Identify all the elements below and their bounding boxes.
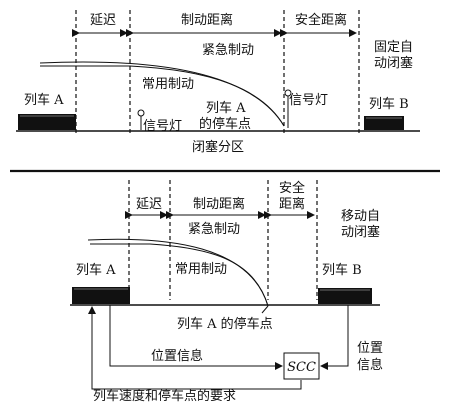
stop-point-label: 列车 A 的停车点 — [177, 316, 273, 332]
signal-right-label: 信号灯 — [289, 93, 328, 108]
train-b-label: 列车 B — [369, 96, 409, 112]
delay-label: 延迟 — [90, 13, 116, 28]
train-a-icon — [72, 287, 130, 304]
delay-label: 延迟 — [136, 197, 162, 212]
train-b-icon — [364, 116, 404, 130]
moving-block-mode-label: 动闭塞 — [341, 224, 380, 240]
requirements-arrow — [88, 306, 302, 390]
scc-label: SCC — [287, 360, 316, 375]
train-b-icon — [318, 288, 372, 304]
stop-point-label: 的停车点 — [199, 116, 251, 132]
safety-distance-label: 安全 — [279, 180, 305, 196]
braking-distance-label: 制动距离 — [181, 12, 233, 28]
train-a-label: 列车 A — [24, 92, 64, 108]
train-a-icon — [18, 114, 76, 130]
service-braking-label: 常用制动 — [142, 77, 194, 92]
stop-point-label: 列车 A — [206, 100, 246, 116]
moving-block-diagram: 延迟 制动距离 安全 距离 紧急制动 常用制动 移动自 动闭塞 列车 A 列车 … — [70, 180, 383, 403]
service-braking-curve — [40, 65, 285, 127]
position-info-left-label: 位置信息 — [151, 348, 203, 364]
service-braking-curve — [90, 243, 269, 307]
requirements-label: 列车速度和停车点的要求 — [93, 388, 236, 403]
position-info-arrow-right — [320, 305, 349, 370]
emergency-braking-label: 紧急制动 — [188, 222, 240, 237]
scc-box — [283, 352, 320, 380]
train-a-label: 列车 A — [76, 262, 116, 278]
fixed-block-diagram: 延迟 制动距离 安全距离 紧急制动 常用制动 信号灯 信号灯 列车 A 的停车点… — [16, 10, 420, 155]
safety-distance-label: 安全距离 — [295, 12, 347, 28]
fixed-block-mode-label: 动闭塞 — [374, 55, 413, 71]
emergency-braking-label: 紧急制动 — [202, 43, 254, 58]
signal-left-icon — [137, 109, 145, 117]
position-info-right-label: 位置 — [357, 341, 383, 356]
safety-distance-label: 距离 — [279, 196, 305, 212]
moving-block-mode-label: 移动自 — [341, 209, 380, 224]
position-info-right-label: 信息 — [357, 357, 383, 373]
position-info-arrow-left — [109, 305, 283, 370]
braking-distance-label: 制动距离 — [193, 196, 245, 212]
block-section-label: 闭塞分区 — [192, 139, 244, 155]
service-braking-label: 常用制动 — [175, 262, 227, 277]
train-b-label: 列车 B — [322, 262, 362, 278]
fixed-block-mode-label: 固定自 — [374, 40, 413, 55]
